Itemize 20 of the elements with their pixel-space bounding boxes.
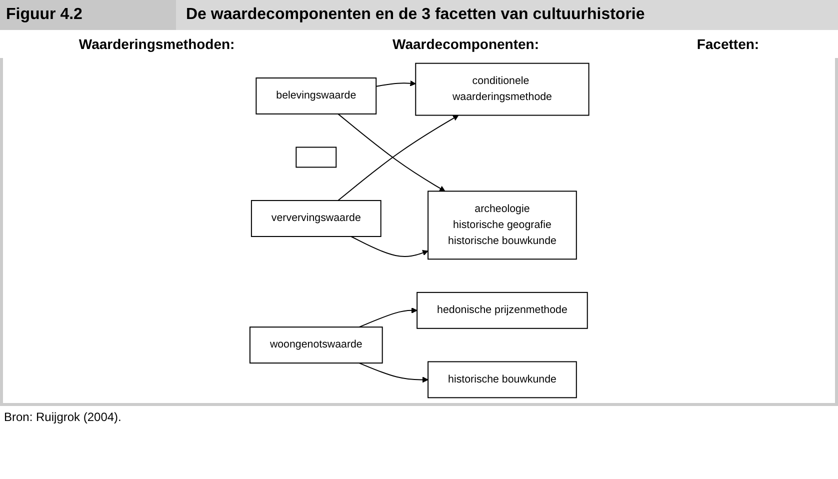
title: De waardecomponenten en de 3 facetten van cultuurhistorie xyxy=(176,0,838,30)
arrow xyxy=(375,80,416,87)
caption: Bron: Ruijgrok (2004). xyxy=(4,410,122,424)
arrow xyxy=(358,362,428,383)
arrow xyxy=(358,308,417,328)
node-box: hedonische prijzenmethode xyxy=(416,292,588,329)
column-heading: Waarderingsmethoden: xyxy=(78,36,235,52)
node-box xyxy=(295,146,336,168)
node-box: historische bouwkunde xyxy=(427,361,577,398)
arrow xyxy=(337,115,458,202)
column-heading: Waardecomponenten: xyxy=(392,36,540,52)
node-box: ververvingswaarde xyxy=(250,200,381,237)
node-box: woongenotswaarde xyxy=(249,326,382,364)
column-heading: Facetten: xyxy=(696,36,760,52)
node-box: archeologie historische geografie historische bouwkunde xyxy=(427,190,577,260)
node-box: conditionele waarderingsmethode xyxy=(414,62,589,116)
node-box: belevingswaarde xyxy=(255,77,376,114)
figure-number: Figuur 4.2 xyxy=(5,6,84,24)
arrow xyxy=(337,113,445,192)
arrow xyxy=(350,236,428,257)
